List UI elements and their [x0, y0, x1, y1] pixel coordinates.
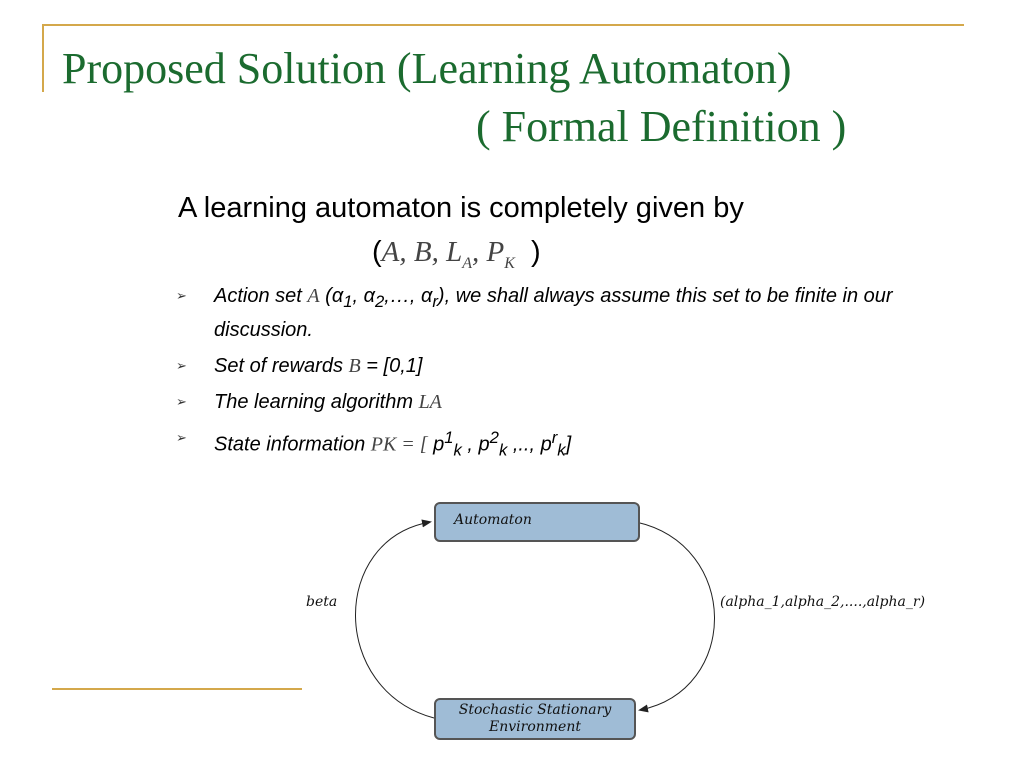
environment-label-2: Environment	[489, 719, 581, 735]
bullet-state-info: ➢State information PK = [ p1k , p2k ,..,…	[176, 424, 976, 465]
feedback-arc	[355, 519, 435, 719]
title-line-1: Proposed Solution (Learning Automaton)	[62, 44, 792, 93]
bullet-action-set: ➢Action set A (α1, α2,…, αr), we shall a…	[176, 282, 976, 344]
action-arc	[635, 521, 715, 713]
feedback-label: beta	[306, 594, 338, 610]
bullet-arrow-icon: ➢	[176, 288, 187, 303]
automaton-box: Automaton	[434, 502, 640, 542]
intro-text: A learning automaton is completely given…	[178, 192, 744, 224]
environment-box: Stochastic Stationary Environment	[434, 698, 636, 740]
bullet-list: ➢Action set A (α1, α2,…, αr), we shall a…	[176, 282, 976, 473]
action-label: (alpha_1,alpha_2,....,alpha_r)	[720, 594, 926, 610]
environment-label-1: Stochastic Stationary	[458, 702, 612, 718]
top-rule	[42, 24, 964, 26]
tuple-a: A, B, LA, PK	[381, 236, 515, 272]
bullet-algorithm: ➢The learning algorithm LA	[176, 388, 976, 416]
bullet-arrow-icon: ➢	[176, 358, 187, 373]
left-rule	[42, 24, 44, 92]
bottom-rule	[52, 688, 302, 690]
bullet-arrow-icon: ➢	[176, 394, 187, 409]
bullet-arrow-icon: ➢	[176, 430, 187, 445]
slide-title: Proposed Solution (Learning Automaton) (…	[62, 40, 962, 156]
title-line-2: ( Formal Definition )	[476, 102, 847, 151]
tuple-definition: (A, B, LA, PK )	[372, 236, 541, 272]
bullet-rewards: ➢Set of rewards B = [0,1]	[176, 352, 976, 380]
